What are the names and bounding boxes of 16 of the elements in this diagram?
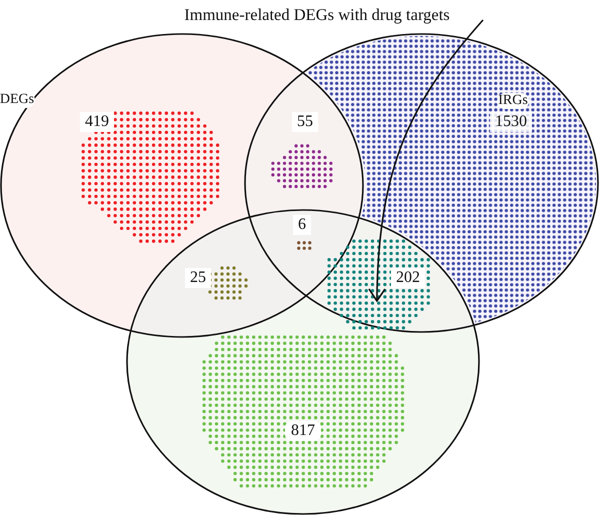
dot-cluster: [292, 214, 314, 252]
set-label: DEGs: [0, 92, 36, 108]
count-label: 202: [391, 268, 425, 288]
count-label: 6: [293, 215, 311, 235]
count-label: 817: [285, 421, 321, 441]
dot-cluster: [326, 238, 432, 328]
count-label: 419: [80, 112, 114, 132]
count-label: 1530: [490, 112, 532, 132]
arrow: [368, 19, 484, 302]
count-label: 25: [185, 268, 211, 288]
title-text: Immune-related DEGs with drug targets: [184, 4, 450, 26]
dot-cluster: [182, 265, 250, 300]
dot-cluster: [201, 334, 405, 488]
count-label: 55: [292, 112, 318, 132]
set-label: IRGs: [497, 93, 529, 109]
set-ellipse: [126, 209, 480, 515]
